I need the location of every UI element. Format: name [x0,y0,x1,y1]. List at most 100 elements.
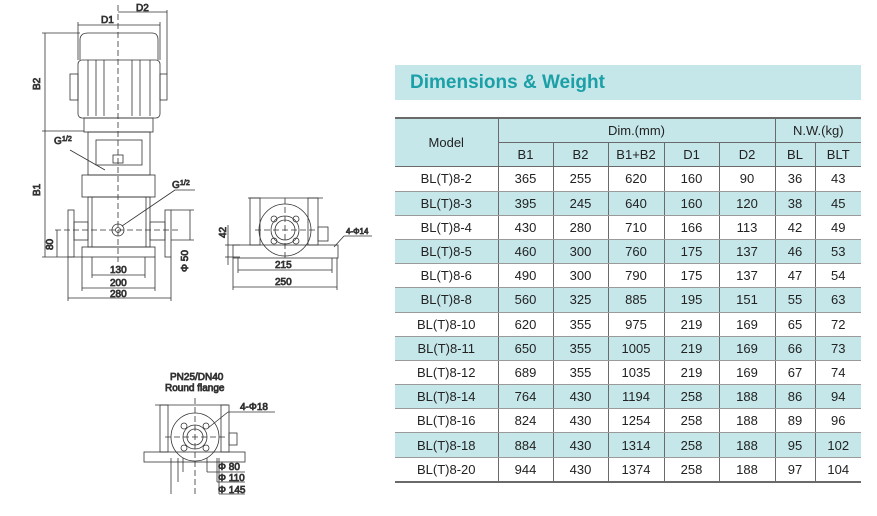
column-header: BLT [815,142,861,168]
value-cell: 355 [553,336,609,361]
flange-holes-label: 4-Φ18 [240,402,268,413]
value-cell: 175 [664,239,720,265]
header-dim: Dim.(mm) [498,117,776,144]
value-cell: 45 [815,191,861,216]
value-cell: 195 [664,287,720,313]
value-cell: 620 [498,312,554,337]
model-cell: BL(T)8-2 [395,166,499,192]
value-cell: 53 [815,239,861,265]
value-cell: 94 [815,384,861,410]
value-cell: 47 [775,263,816,289]
value-cell: 824 [498,408,554,434]
value-cell: 86 [775,384,816,410]
model-cell: BL(T)8-12 [395,360,499,386]
value-cell: 255 [553,166,609,192]
value-cell: 1005 [608,336,665,361]
column-header: B2 [553,142,609,168]
value-cell: 395 [498,191,554,216]
value-cell: 430 [553,384,609,410]
value-cell: 36 [775,166,816,192]
value-cell: 689 [498,360,554,386]
model-cell: BL(T)8-14 [395,384,499,410]
value-cell: 430 [553,408,609,434]
value-cell: 219 [664,336,720,361]
value-cell: 188 [719,457,776,483]
side-holes-label: 4-Φ14 [346,227,369,236]
value-cell: 975 [608,312,665,337]
dim-200-label: 200 [110,278,127,289]
value-cell: 790 [608,263,665,289]
value-cell: 102 [815,432,861,458]
value-cell: 490 [498,263,554,289]
model-cell: BL(T)8-5 [395,239,499,265]
value-cell: 1314 [608,432,665,458]
value-cell: 89 [775,408,816,434]
value-cell: 49 [815,215,861,240]
value-cell: 151 [719,287,776,313]
dim-phi50-label: Φ 50 [180,250,191,272]
value-cell: 365 [498,166,554,192]
flange-type-label: Round flange [165,383,225,394]
flange-spec-label: PN25/DN40 [170,372,224,383]
value-cell: 300 [553,263,609,289]
value-cell: 1035 [608,360,665,386]
value-cell: 73 [815,336,861,361]
value-cell: 137 [719,239,776,265]
value-cell: 640 [608,191,665,216]
value-cell: 90 [719,166,776,192]
dim-d1-label: D1 [101,15,114,26]
value-cell: 560 [498,287,554,313]
value-cell: 460 [498,239,554,265]
model-cell: BL(T)8-10 [395,312,499,337]
value-cell: 430 [498,215,554,240]
model-cell: BL(T)8-4 [395,215,499,240]
value-cell: 67 [775,360,816,386]
value-cell: 188 [719,384,776,410]
header-model: Model [395,117,499,168]
value-cell: 54 [815,263,861,289]
value-cell: 1194 [608,384,665,410]
value-cell: 169 [719,360,776,386]
dim-phi145-label: Φ 145 [218,485,246,496]
value-cell: 355 [553,312,609,337]
dim-215-label: 215 [275,260,292,271]
value-cell: 219 [664,312,720,337]
model-cell: BL(T)8-20 [395,457,499,483]
value-cell: 1374 [608,457,665,483]
dim-phi110-label: Φ 110 [218,473,245,484]
value-cell: 188 [719,432,776,458]
dim-b2-label: B2 [32,77,43,90]
value-cell: 113 [719,215,776,240]
side-view-drawing [225,197,372,290]
pump-technical-drawings: D1 D2 B2 B1 80 G 1/2 G 1/2 130 200 280 Φ… [32,3,372,496]
model-cell: BL(T)8-18 [395,432,499,458]
column-header: BL [775,142,816,168]
value-cell: 884 [498,432,554,458]
value-cell: 104 [815,457,861,483]
value-cell: 166 [664,215,720,240]
value-cell: 72 [815,312,861,337]
model-cell: BL(T)8-6 [395,263,499,289]
column-header: B1+B2 [608,142,665,168]
value-cell: 175 [664,263,720,289]
value-cell: 258 [664,457,720,483]
value-cell: 300 [553,239,609,265]
value-cell: 620 [608,166,665,192]
value-cell: 97 [775,457,816,483]
value-cell: 430 [553,432,609,458]
value-cell: 95 [775,432,816,458]
g-side-fraction: 1/2 [180,180,190,187]
dim-250-label: 250 [275,277,292,288]
column-header: D1 [664,142,720,168]
